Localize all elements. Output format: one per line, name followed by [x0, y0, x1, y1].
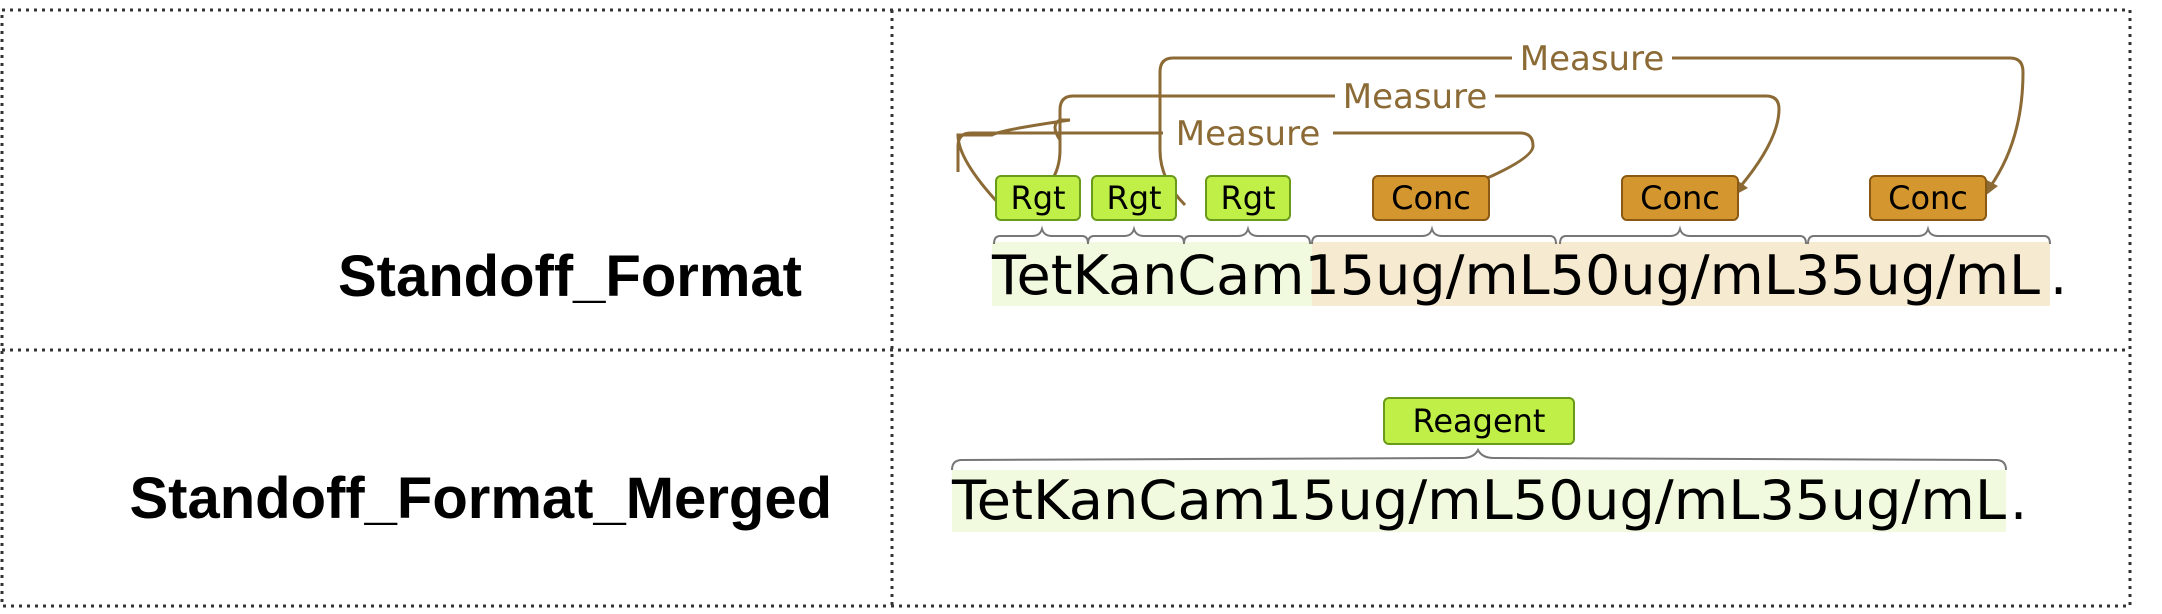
relation-arc-measure-2-right	[1495, 94, 1781, 188]
entity-label-reagent: Reagent	[1383, 397, 1575, 445]
entity-label-text: Reagent	[1413, 402, 1546, 440]
entity-label-rgt-kan: Rgt	[1091, 175, 1177, 221]
entity-box	[1205, 175, 1291, 221]
entity-box	[1869, 175, 1987, 221]
relation-arc-measure-1	[956, 118, 1071, 207]
relation-labels: Measure Measure Measure	[1176, 39, 1665, 154]
entity-label-rgt-tet: Rgt	[995, 175, 1081, 221]
entity-label-text: Rgt	[1106, 179, 1161, 217]
span-brace	[1183, 225, 1311, 245]
entity-label-conc-50: Conc	[1621, 175, 1739, 221]
row-label-standoff-format: Standoff_Format	[338, 244, 802, 309]
merged-sentence-period: .	[2010, 469, 2027, 532]
span-brace-merged	[951, 447, 2007, 471]
token-35ug-ml: 35ug/mL	[1795, 244, 2040, 307]
token-tetkancam: TetKanCam	[991, 244, 1304, 307]
span-brace	[1559, 225, 1807, 245]
entity-label-conc-35: Conc	[1869, 175, 1987, 221]
entity-box	[1383, 397, 1575, 445]
span-brace	[1087, 225, 1185, 245]
entity-box	[995, 175, 1081, 221]
relation-label-measure-2: Measure	[1343, 77, 1488, 117]
relation-arc-measure-3-right	[1672, 56, 2025, 188]
outer-border	[0, 8, 2132, 608]
reagent-highlight	[992, 242, 1312, 306]
relation-arc-measure-1-right	[1333, 131, 1535, 189]
entity-label-text: Conc	[1640, 179, 1720, 217]
entity-box	[1091, 175, 1177, 221]
token-15ug-ml: 15ug/mL	[1304, 244, 1549, 307]
entity-label-text: Conc	[1391, 179, 1471, 217]
relation-label-measure-1: Measure	[1176, 114, 1321, 154]
standoff-format-annotation: Measure Measure Measure Rgt Rgt Rgt	[956, 39, 2067, 307]
relation-arcs	[956, 56, 2025, 207]
relation-label-measure-3: Measure	[1520, 39, 1665, 79]
entity-label-text: Rgt	[1010, 179, 1065, 217]
merged-format-annotation: Reagent TetKanCam15ug/mL50ug/mL35ug/mL .	[951, 397, 2027, 532]
entity-label-text: Conc	[1888, 179, 1968, 217]
relation-arc-measure-1-left	[956, 131, 1163, 172]
token-50ug-ml: 50ug/mL	[1550, 244, 1795, 307]
entity-label-text: Rgt	[1220, 179, 1275, 217]
span-brace	[993, 225, 1089, 245]
entity-label-conc-15: Conc	[1372, 175, 1490, 221]
entity-box	[1372, 175, 1490, 221]
span-brace	[1807, 225, 2051, 245]
sentence-period: .	[2050, 244, 2067, 307]
reagent-highlight-merged	[952, 470, 2006, 532]
merged-sentence: TetKanCam15ug/mL50ug/mL35ug/mL	[951, 469, 2006, 532]
conc-highlight	[1312, 242, 2050, 306]
row-label-standoff-format-merged: Standoff_Format_Merged	[129, 466, 832, 531]
entity-labels: Rgt Rgt Rgt Conc Conc	[995, 175, 1987, 221]
span-brace	[1311, 225, 1557, 245]
table-grid	[0, 8, 2132, 608]
entity-label-rgt-cam: Rgt	[1205, 175, 1291, 221]
span-braces	[993, 225, 2051, 245]
entity-box	[1621, 175, 1739, 221]
